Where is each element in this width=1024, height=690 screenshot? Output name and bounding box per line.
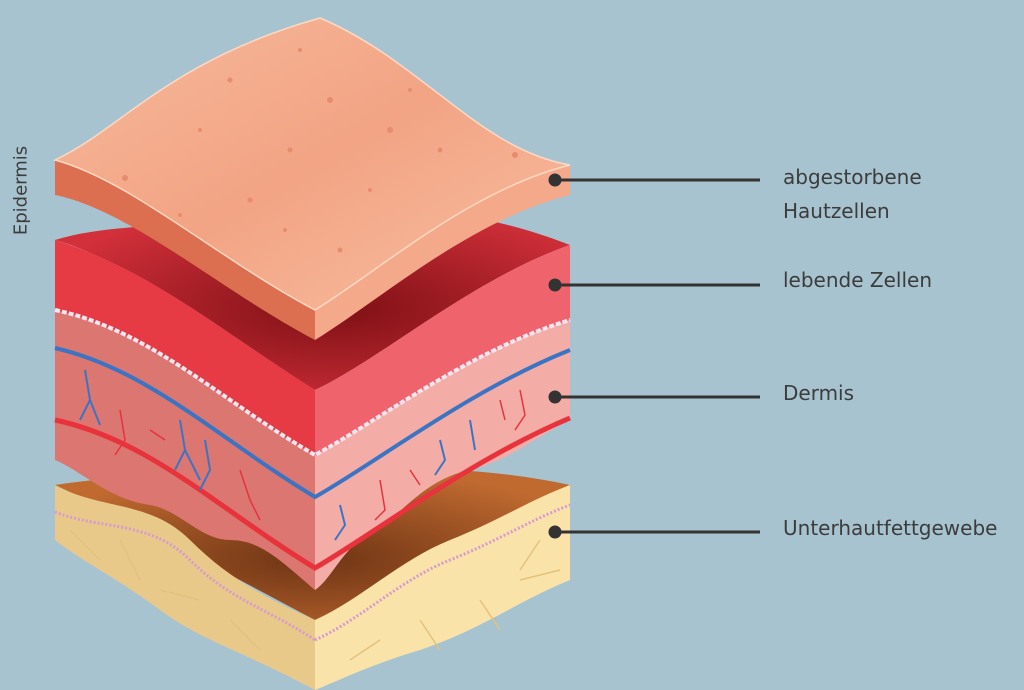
leader-lines: [548, 173, 760, 539]
artery-branches: [114, 389, 526, 521]
dead-skin-layer: [52, 17, 571, 340]
label-dead-cells-line1: abgestorbene: [783, 165, 922, 189]
epidermis-label: Epidermis: [10, 145, 32, 236]
label-subcutis: Unterhautfettgewebe: [783, 516, 998, 540]
label-living-cells: lebende Zellen: [783, 268, 932, 292]
vein-branches: [79, 369, 476, 541]
dermis-layer: [54, 208, 571, 590]
label-dermis: Dermis: [783, 381, 855, 405]
label-dead-cells-line2: Hautzellen: [783, 199, 890, 223]
label-dead-cells: abgestorbene Hautzellen: [783, 160, 922, 228]
